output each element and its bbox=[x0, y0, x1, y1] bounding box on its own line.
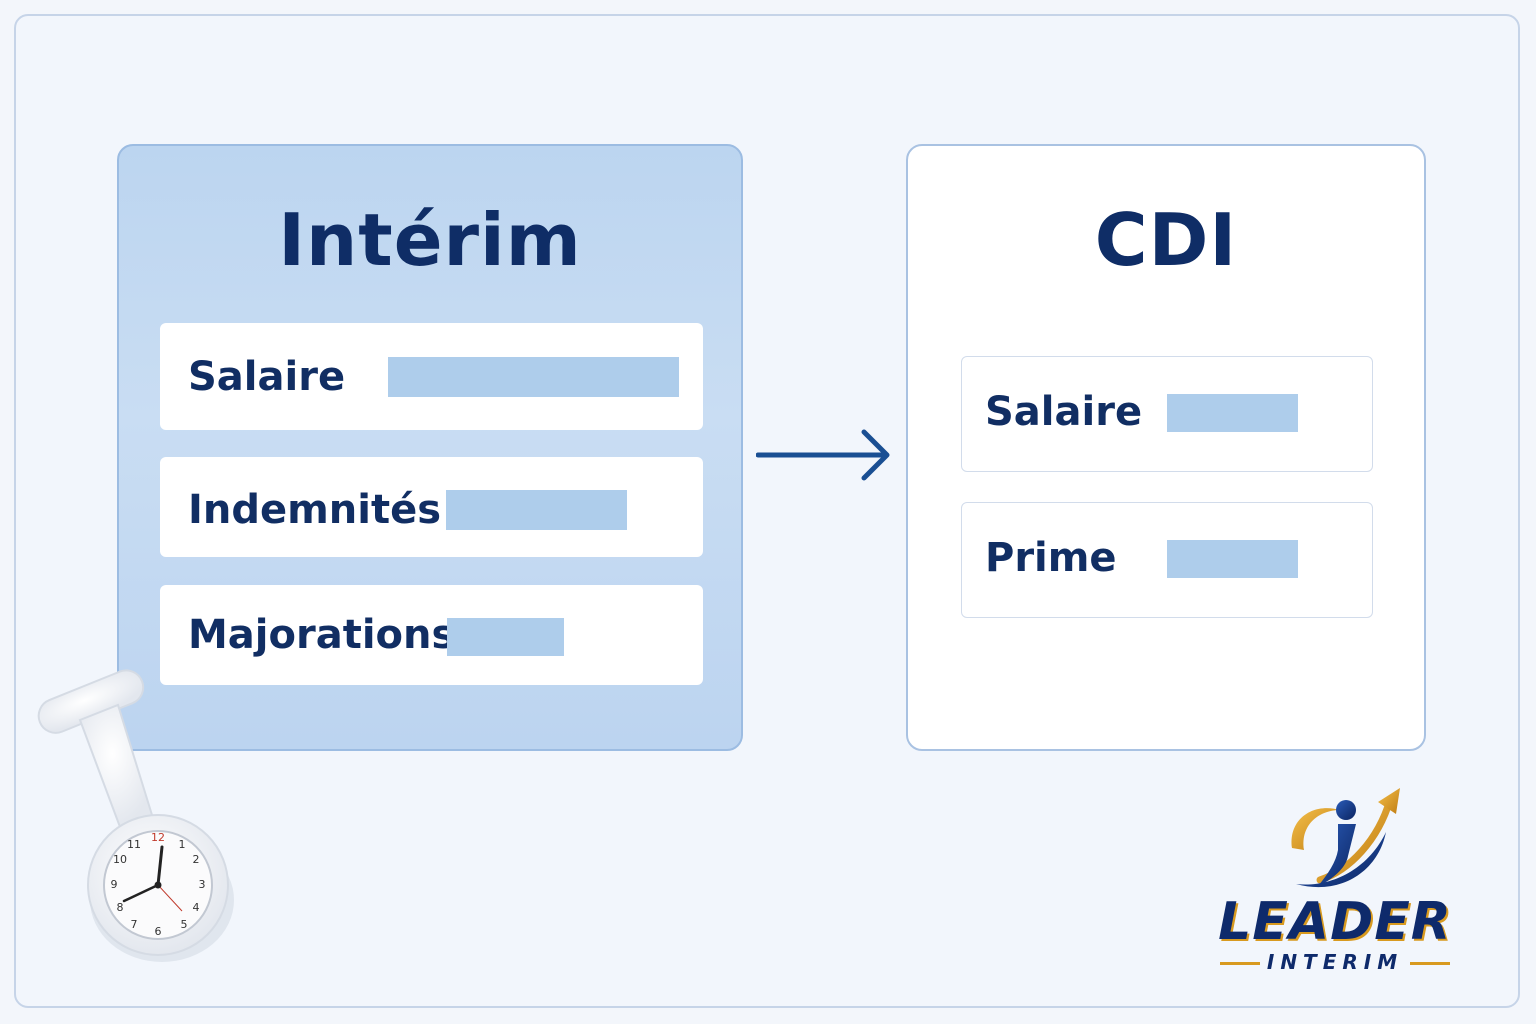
svg-text:1: 1 bbox=[179, 838, 186, 851]
row-label: Indemnités bbox=[188, 487, 442, 533]
svg-text:6: 6 bbox=[155, 925, 162, 938]
row-label: Salaire bbox=[985, 389, 1143, 435]
row-bar bbox=[388, 357, 679, 397]
svg-text:12: 12 bbox=[151, 831, 165, 844]
cdi-title: CDI bbox=[1094, 198, 1238, 282]
interim-row-majorations: Majorations bbox=[160, 585, 703, 685]
interim-panel: Intérim Salaire Indemnités Majorations bbox=[117, 144, 743, 751]
interim-row-indemnites: Indemnités bbox=[160, 457, 703, 557]
row-label: Majorations bbox=[188, 612, 456, 658]
svg-text:3: 3 bbox=[199, 878, 206, 891]
svg-text:10: 10 bbox=[113, 853, 127, 866]
svg-text:5: 5 bbox=[181, 918, 188, 931]
row-label: Salaire bbox=[188, 354, 346, 400]
row-bar bbox=[1167, 540, 1298, 578]
svg-text:8: 8 bbox=[117, 901, 124, 914]
interim-title: Intérim bbox=[278, 198, 582, 282]
interim-row-salaire: Salaire bbox=[160, 323, 703, 430]
row-bar bbox=[446, 490, 627, 530]
logo-wordmark: LEADER bbox=[1218, 892, 1452, 952]
arrow-right-icon bbox=[756, 429, 890, 481]
row-bar bbox=[447, 618, 564, 656]
cdi-row-prime: Prime bbox=[961, 502, 1373, 618]
logo-emblem-icon bbox=[1291, 788, 1400, 888]
logo-divider-left bbox=[1220, 962, 1260, 965]
svg-text:4: 4 bbox=[193, 901, 200, 914]
logo-divider-right bbox=[1410, 962, 1450, 965]
svg-text:2: 2 bbox=[193, 853, 200, 866]
svg-text:9: 9 bbox=[111, 878, 118, 891]
logo-subtitle: INTERIM bbox=[1266, 950, 1404, 974]
svg-text:11: 11 bbox=[127, 838, 141, 851]
row-label: Prime bbox=[985, 535, 1117, 581]
row-bar bbox=[1167, 394, 1298, 432]
nurse-watch-icon: 12 1 2 3 4 5 6 7 8 9 10 11 bbox=[37, 669, 234, 962]
cdi-row-salaire: Salaire bbox=[961, 356, 1373, 472]
cdi-panel: CDI Salaire Prime bbox=[906, 144, 1426, 751]
svg-text:7: 7 bbox=[131, 918, 138, 931]
leader-interim-logo: LEADER INTERIM bbox=[1200, 780, 1470, 980]
